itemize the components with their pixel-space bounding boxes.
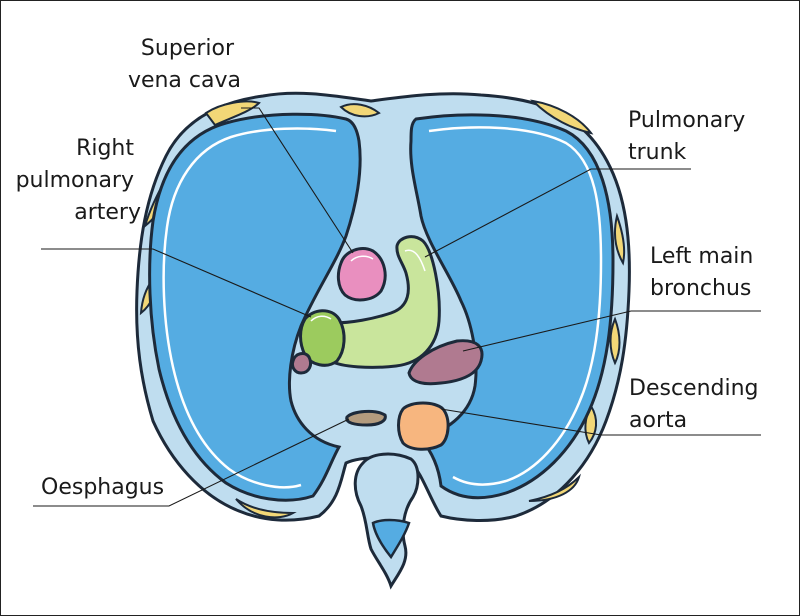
left-lung-highlight	[428, 126, 603, 486]
vertebral-canal	[371, 518, 411, 560]
right-pulmonary-artery	[299, 309, 346, 367]
label-pulmonary-trunk: Pulmonary trunk	[628, 108, 752, 165]
da-leader	[440, 408, 761, 436]
descending-aorta	[397, 401, 450, 451]
fat-patch	[235, 498, 297, 519]
superior-vena-cava	[336, 247, 387, 302]
fat-patch	[339, 103, 381, 118]
label-left-main-bronchus: Left main bronchus	[650, 244, 760, 301]
label-right-pulmonary-artery: Right pulmonary artery	[16, 136, 141, 225]
pt-highlight	[404, 249, 426, 272]
right-lung	[148, 112, 362, 502]
right-bronchus	[291, 352, 313, 375]
fat-patch	[530, 99, 594, 135]
left-lung	[409, 113, 615, 500]
label-descending-aorta: Descending aorta	[629, 376, 766, 433]
rpa-highlight	[310, 315, 332, 322]
oes-leader	[33, 418, 350, 507]
lmb-leader	[462, 310, 761, 352]
fat-patch	[204, 100, 261, 127]
fat-patch	[528, 473, 582, 502]
label-superior-vena-cava: Superior vena cava	[128, 36, 241, 93]
leader-lines	[33, 107, 761, 507]
svc-highlight	[350, 255, 374, 262]
fat-patch	[614, 212, 626, 266]
rpa-leader	[41, 248, 312, 318]
pt-leader	[424, 168, 691, 258]
right-lung-highlight	[162, 127, 337, 489]
left-main-bronchus	[407, 339, 484, 386]
oesophagus	[345, 409, 387, 427]
fat-patch	[609, 316, 621, 366]
svc-leader	[241, 107, 354, 254]
label-oesophagus: Oesphagus	[41, 475, 164, 500]
